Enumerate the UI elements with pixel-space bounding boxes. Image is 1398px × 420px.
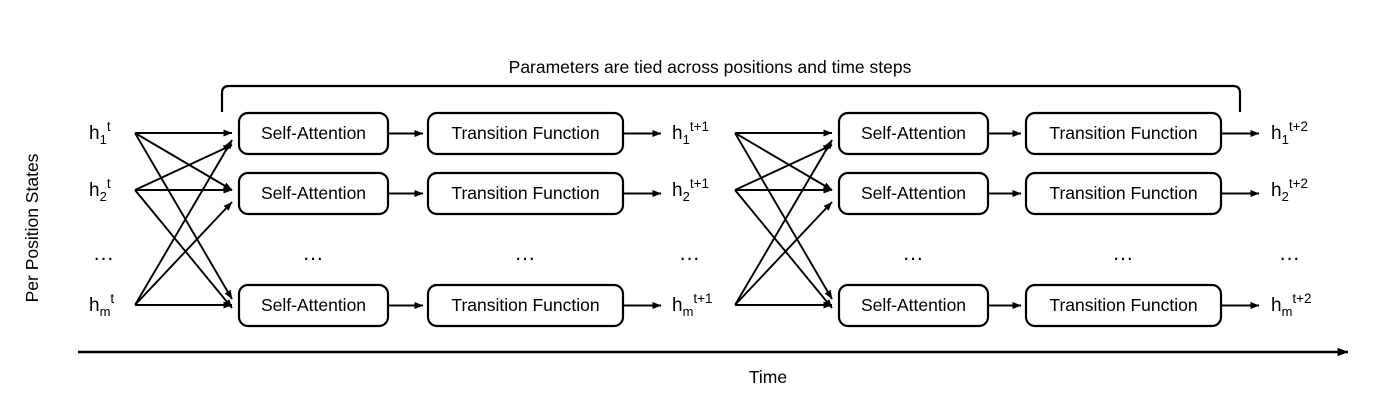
- fan-edge-h1-to-sa3: [134, 132, 233, 300]
- state-group-t1: h1t+1 h2t+1 ... hmt+1: [672, 119, 713, 319]
- time-axis-label: Time: [749, 367, 787, 387]
- self-attention-label: Self-Attention: [861, 123, 966, 143]
- fan-edge-h1-to-sa2: [734, 132, 833, 191]
- fan-edge-hm-to-sa1: [734, 139, 833, 306]
- state-label-h2-t: h2t: [89, 176, 111, 204]
- state-ellipsis-t: ...: [94, 242, 115, 265]
- transition-function-box[interactable]: [1024, 283, 1223, 328]
- attention-fan-left: [134, 129, 233, 309]
- transition-function-box[interactable]: [426, 171, 625, 216]
- state-ellipsis-t1: ...: [680, 242, 701, 265]
- self-attention-box[interactable]: [837, 171, 990, 216]
- transition-function-label: Transition Function: [1049, 123, 1197, 143]
- transition-function-block-t2-row2[interactable]: Transition Function: [1024, 171, 1223, 216]
- fan-edge-h1-to-sa3: [734, 132, 833, 300]
- fan-edge-h2-to-sa3: [134, 189, 233, 309]
- state-ellipsis-t2: ...: [1280, 242, 1301, 265]
- transition-function-label: Transition Function: [451, 295, 599, 315]
- block-ellipsis-tf-t2: ...: [1113, 242, 1134, 265]
- side-label-per-position-states: Per Position States: [22, 153, 42, 302]
- block-ellipsis-tf-t1: ...: [515, 242, 536, 265]
- fan-edge-hm-to-sa2: [734, 201, 833, 306]
- block-ellipsis-sa-t1: ...: [303, 242, 324, 265]
- block-ellipsis-sa-t2: ...: [903, 242, 924, 265]
- timestep-1-blocks: Self-Attention Transition Function Self-…: [237, 111, 662, 328]
- attention-fan-right: [734, 129, 833, 309]
- state-label-h1-t1: h1t+1: [672, 119, 709, 147]
- state-label-hm-t2: hmt+2: [1271, 291, 1312, 319]
- transition-function-block-t1-row2[interactable]: Transition Function: [426, 171, 625, 216]
- transition-function-box[interactable]: [426, 283, 625, 328]
- state-label-h1-t: h1t: [89, 119, 111, 147]
- transition-function-box[interactable]: [426, 111, 625, 156]
- self-attention-label: Self-Attention: [861, 295, 966, 315]
- self-attention-label: Self-Attention: [261, 295, 366, 315]
- self-attention-box[interactable]: [837, 283, 990, 328]
- self-attention-block-t1-row2[interactable]: Self-Attention: [237, 171, 390, 216]
- transition-function-block-t2-row1[interactable]: Transition Function: [1024, 111, 1223, 156]
- fan-edge-hm-to-sa1: [134, 139, 233, 306]
- self-attention-block-t2-row1[interactable]: Self-Attention: [837, 111, 990, 156]
- transition-function-label: Transition Function: [451, 183, 599, 203]
- fan-edge-h2-to-sa1: [134, 144, 233, 191]
- transition-function-block-t2-row3[interactable]: Transition Function: [1024, 283, 1223, 328]
- self-attention-label: Self-Attention: [261, 183, 366, 203]
- self-attention-block-t1-row1[interactable]: Self-Attention: [237, 111, 390, 156]
- transition-function-box[interactable]: [1024, 111, 1223, 156]
- state-label-hm-t: hmt: [89, 291, 114, 319]
- fan-edge-h2-to-sa1: [734, 144, 833, 191]
- state-group-t: h1t h2t ... hmt: [89, 119, 114, 319]
- state-label-hm-t1: hmt+1: [672, 291, 713, 319]
- state-label-h2-t2: h2t+2: [1271, 176, 1308, 204]
- self-attention-box[interactable]: [237, 171, 390, 216]
- timestep-2-blocks: Self-Attention Transition Function Self-…: [837, 111, 1260, 328]
- self-attention-box[interactable]: [237, 111, 390, 156]
- self-attention-block-t1-row3[interactable]: Self-Attention: [237, 283, 390, 328]
- fan-edge-h1-to-sa2: [134, 132, 233, 191]
- transition-function-label: Transition Function: [1049, 183, 1197, 203]
- transition-function-label: Transition Function: [451, 123, 599, 143]
- top-caption: Parameters are tied across positions and…: [509, 57, 912, 77]
- fan-edge-h2-to-sa3: [734, 189, 833, 309]
- self-attention-block-t2-row2[interactable]: Self-Attention: [837, 171, 990, 216]
- transition-function-block-t1-row1[interactable]: Transition Function: [426, 111, 625, 156]
- self-attention-label: Self-Attention: [261, 123, 366, 143]
- state-group-t2: h1t+2 h2t+2 ... hmt+2: [1271, 119, 1312, 319]
- transition-function-box[interactable]: [1024, 171, 1223, 216]
- fan-edge-hm-to-sa2: [134, 201, 233, 306]
- tied-parameters-bracket: [220, 84, 1242, 112]
- self-attention-box[interactable]: [237, 283, 390, 328]
- self-attention-label: Self-Attention: [861, 183, 966, 203]
- self-attention-box[interactable]: [837, 111, 990, 156]
- transition-function-block-t1-row3[interactable]: Transition Function: [426, 283, 625, 328]
- state-label-h2-t1: h2t+1: [672, 176, 709, 204]
- state-label-h1-t2: h1t+2: [1271, 119, 1308, 147]
- transition-function-label: Transition Function: [1049, 295, 1197, 315]
- self-attention-block-t2-row3[interactable]: Self-Attention: [837, 283, 990, 328]
